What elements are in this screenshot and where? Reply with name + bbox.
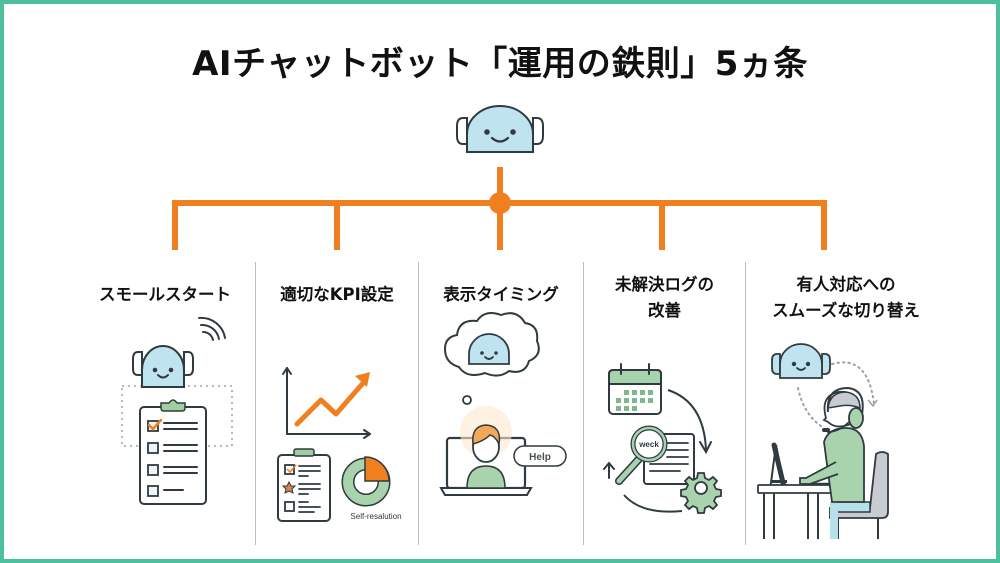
rule-title: 未解決ログの 改善 [584, 272, 745, 324]
robot-with-checklist-icon [121, 316, 233, 505]
rule-title-line: スムーズな切り替え [772, 301, 920, 320]
column-divider [255, 262, 256, 545]
rule-column-kpi: 適切なKPI設定 Self-resalution [256, 262, 418, 552]
rule-title-line: 有人対応への [796, 275, 896, 294]
page-title: AIチャットボット「運用の鉄則」5ヵ条 [192, 44, 808, 84]
rule-title-line: 適切なKPI設定 [280, 285, 394, 304]
rule-title: スモールスタート [75, 282, 255, 308]
help-bubble-label: Help [529, 452, 551, 463]
log-review-cycle-icon: weck [603, 363, 722, 514]
magnifier-label: weck [638, 440, 659, 449]
rule-column-display-timing: 表示タイミング Help [419, 262, 583, 552]
rule-title-line: 未解決ログの [615, 275, 714, 294]
rule-title: 表示タイミング [419, 282, 583, 308]
rule-column-human-handoff: 有人対応への スムーズな切り替え [746, 262, 946, 552]
chart-caption: Self-resalution [350, 512, 401, 521]
rule-column-unresolved-logs: 未解決ログの 改善 weck [584, 262, 745, 552]
user-at-laptop-icon: Help [439, 312, 567, 496]
rule-column-small-start: スモールスタート [75, 262, 255, 552]
rule-title: 適切なKPI設定 [256, 282, 418, 308]
rule-title-line: スモールスタート [99, 285, 231, 304]
column-divider [583, 262, 584, 545]
operator-handoff-icon [757, 343, 889, 539]
rule-title-line: 改善 [648, 301, 681, 320]
rule-title-line: 表示タイミング [443, 285, 559, 304]
column-divider [745, 262, 746, 545]
column-divider [418, 262, 419, 545]
rule-title: 有人対応への スムーズな切り替え [746, 272, 946, 324]
growth-chart-icon: Self-resalution [277, 367, 402, 522]
